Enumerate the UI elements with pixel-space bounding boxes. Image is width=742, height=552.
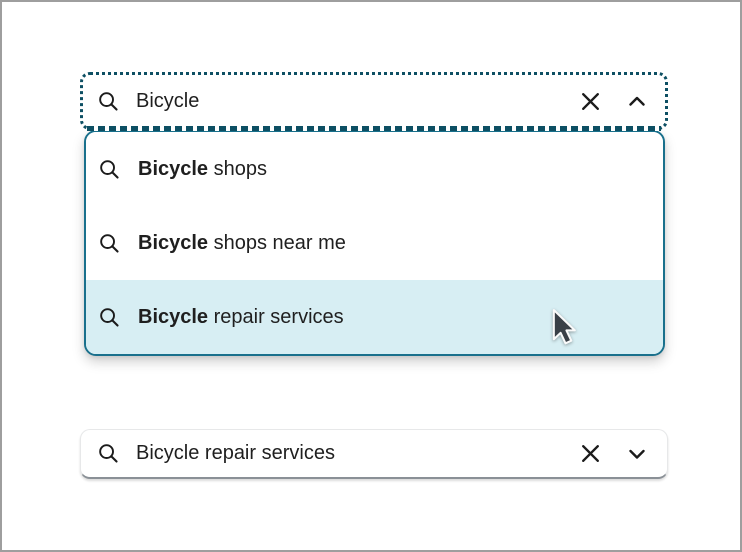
suggestion-label: Bicycle repair services [138, 305, 344, 328]
search-icon [98, 232, 121, 255]
suggestion-label: Bicycle shops [138, 157, 267, 180]
suggestion-item-highlighted[interactable]: Bicycle repair services [86, 280, 663, 354]
search-combobox-collapsed[interactable] [80, 429, 668, 479]
search-input[interactable] [136, 442, 570, 465]
suggestion-item[interactable]: Bicycle shops [86, 132, 663, 206]
search-icon [98, 306, 121, 329]
suggestion-item[interactable]: Bicycle shops near me [86, 206, 663, 280]
clear-icon[interactable] [578, 441, 603, 466]
input-action-icons [578, 89, 649, 114]
clear-icon[interactable] [578, 89, 603, 114]
search-icon [97, 442, 120, 465]
search-combobox-focused[interactable] [80, 72, 668, 131]
search-icon [97, 90, 120, 113]
input-action-icons [578, 441, 649, 466]
chevron-down-icon[interactable] [625, 442, 649, 466]
search-input[interactable] [136, 89, 570, 113]
chevron-up-icon[interactable] [625, 89, 649, 113]
suggestion-label: Bicycle shops near me [138, 231, 346, 254]
search-icon [98, 158, 121, 181]
suggestions-dropdown: Bicycle shops Bicycle shops near me Bicy… [84, 130, 665, 356]
